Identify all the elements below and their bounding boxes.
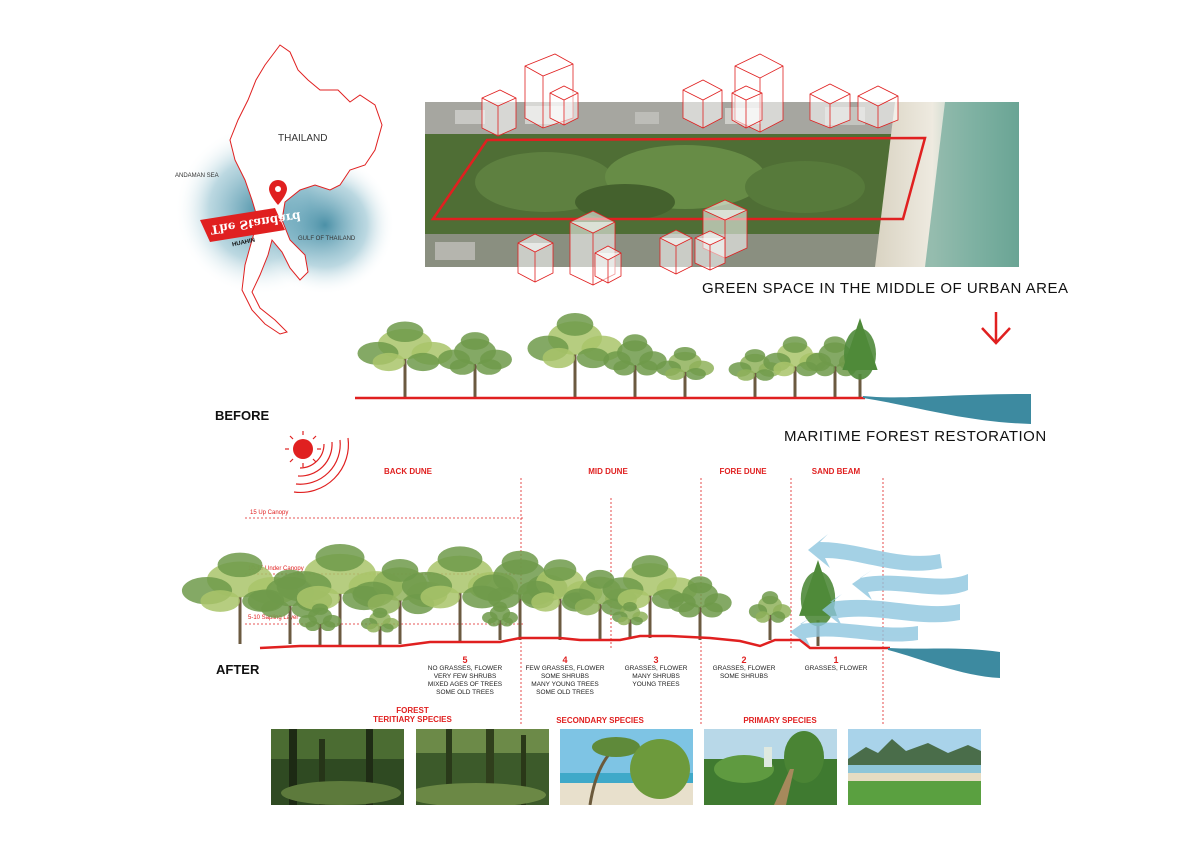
species-label-secondary: SECONDARY SPECIES	[540, 716, 660, 725]
stage-number: 5	[462, 655, 468, 665]
photo-beach-palms	[560, 729, 693, 805]
stage-desc-line: FEW GRASSES, FLOWER	[525, 665, 605, 672]
stage-number: 2	[741, 655, 747, 665]
after-label: AFTER	[216, 662, 260, 677]
tree-illustration	[668, 576, 732, 640]
map-graphic	[175, 44, 395, 335]
species-line: TERITIARY SPECIES	[373, 715, 452, 724]
zone-label-sand-beam: SAND BEAM	[811, 467, 861, 476]
building-block	[549, 85, 579, 126]
sea-west-label: ANDAMAN SEA	[175, 173, 219, 179]
thailand-map: THAILAND ANDAMAN SEA GULF OF THAILAND Th…	[175, 40, 400, 340]
after-section-graphic	[181, 534, 1000, 678]
site-boundary	[430, 136, 927, 221]
stage-3: 3 GRASSES, FLOWER MANY SHRUBS YOUNG TREE…	[611, 655, 701, 689]
zone-label-fore-dune: FORE DUNE	[719, 467, 767, 476]
stage-2: 2 GRASSES, FLOWER SOME SHRUBS	[699, 655, 789, 681]
brand-flag	[200, 208, 285, 242]
tree-illustration	[603, 334, 667, 398]
before-section-graphic	[355, 312, 1031, 424]
stage-desc-line: GRASSES, FLOWER	[712, 665, 776, 672]
stage-desc-line: NO GRASSES, FLOWER	[427, 665, 503, 672]
stage-desc-line: SOME OLD TREES	[536, 689, 594, 696]
stage-desc-line: MANY SHRUBS	[632, 673, 680, 680]
stage-desc-line: SOME SHRUBS	[719, 673, 769, 680]
building-block	[694, 230, 726, 271]
level-label-up-canopy: 15 Up Canopy	[250, 510, 289, 516]
before-sea	[863, 394, 1031, 424]
thailand-outline	[229, 44, 383, 335]
arrow-down-icon	[981, 312, 1011, 345]
stage-desc-line: GRASSES, FLOWER	[804, 665, 868, 672]
before-caption: MARITIME FOREST RESTORATION	[784, 428, 1047, 445]
tree-illustration	[655, 346, 715, 398]
stage-desc-line: VERY FEW SHRUBS	[433, 673, 497, 680]
pine-tree-illustration	[842, 318, 878, 398]
tree-illustration	[298, 603, 342, 646]
building-block	[517, 233, 554, 283]
species-label-tertiary: FOREST TERITIARY SPECIES	[350, 706, 475, 724]
species-line: SECONDARY SPECIES	[556, 716, 644, 725]
stage-desc-line: SOME OLD TREES	[436, 689, 494, 696]
after-sea	[888, 648, 1000, 678]
after-trees	[181, 543, 837, 646]
stage-4: 4 FEW GRASSES, FLOWER SOME SHRUBS MANY Y…	[520, 655, 610, 697]
building-block	[659, 229, 693, 275]
country-label: THAILAND	[278, 133, 328, 144]
photo-forest-2	[416, 729, 549, 805]
aerial-caption: GREEN SPACE IN THE MIDDLE OF URBAN AREA	[702, 280, 1069, 297]
tree-illustration	[748, 591, 792, 640]
building-block	[857, 85, 899, 129]
building-block	[731, 85, 763, 129]
sea-east-label: GULF OF THAILAND	[298, 236, 356, 242]
stage-5: 5 NO GRASSES, FLOWER VERY FEW SHRUBS MIX…	[420, 655, 510, 697]
stage-number: 4	[562, 655, 568, 665]
stage-1: 1 GRASSES, FLOWER	[791, 655, 881, 673]
photo-forest-1	[271, 729, 404, 805]
tree-illustration	[360, 607, 400, 646]
photo-coast	[848, 729, 981, 805]
species-line: FOREST	[396, 706, 429, 715]
location-pin-icon	[269, 180, 287, 205]
building-wireframes	[481, 53, 899, 286]
stage-number: 1	[833, 655, 839, 665]
level-label-sapling: 5-10 Sapling Layer	[248, 615, 299, 621]
zone-label-back-dune: BACK DUNE	[384, 467, 432, 476]
before-label: BEFORE	[215, 408, 270, 423]
tree-illustration	[482, 601, 518, 640]
stage-number: 3	[653, 655, 659, 665]
stage-desc-line: MANY YOUNG TREES	[531, 681, 599, 688]
building-block	[481, 89, 517, 137]
building-block	[682, 79, 723, 129]
zone-label-mid-dune: MID DUNE	[588, 467, 628, 476]
sun-icon	[285, 431, 350, 494]
species-label-primary: PRIMARY SPECIES	[720, 716, 840, 725]
before-trees	[357, 312, 878, 398]
building-block	[809, 83, 851, 129]
stage-desc-line: MIXED AGES OF TREES	[427, 681, 503, 688]
level-label-under-canopy: 10-15 Under Canopy	[248, 566, 304, 572]
building-block	[594, 245, 622, 284]
tree-illustration	[612, 601, 648, 638]
photo-shrub-path	[704, 729, 837, 805]
stage-desc-line: GRASSES, FLOWER	[624, 665, 688, 672]
stage-desc-line: YOUNG TREES	[632, 681, 680, 688]
tree-illustration	[527, 312, 623, 398]
tree-illustration	[438, 332, 512, 398]
wind-arrows-icon	[790, 534, 968, 646]
after-ground-line	[259, 634, 890, 650]
stage-desc-line: SOME SHRUBS	[540, 673, 590, 680]
species-line: PRIMARY SPECIES	[743, 716, 817, 725]
